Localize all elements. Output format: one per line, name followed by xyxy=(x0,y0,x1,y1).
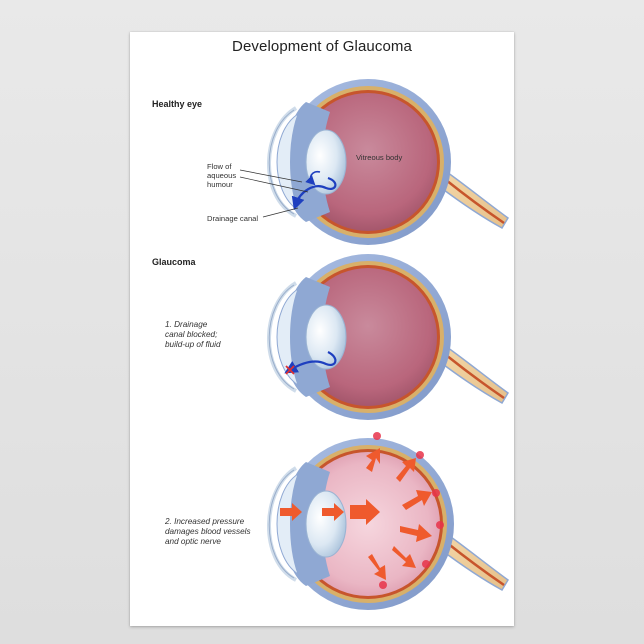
label-flow-of-aqueous-humour: Flow of aqueous humour xyxy=(207,162,237,189)
poster: Development of Glaucoma Healthy eye Glau… xyxy=(130,32,514,626)
poster-title: Development of Glaucoma xyxy=(232,38,412,55)
glaucoma-eye-step1 xyxy=(267,254,509,420)
blocked-mark xyxy=(285,365,295,375)
label-drainage-canal: Drainage canal xyxy=(207,214,259,223)
pressure-arrows xyxy=(280,448,432,580)
section-glaucoma: Glaucoma xyxy=(152,257,196,267)
section-healthy-eye: Healthy eye xyxy=(152,99,203,109)
glaucoma-eye-step2 xyxy=(267,432,509,610)
step2-text: 2. Increased pressure damages blood vess… xyxy=(165,517,251,546)
label-vitreous-body: Vitreous body xyxy=(356,153,403,162)
healthy-eye xyxy=(239,79,509,245)
step1-text: 1. Drainage canal blocked; build-up of f… xyxy=(165,320,221,349)
eye-diagrams xyxy=(239,79,509,610)
